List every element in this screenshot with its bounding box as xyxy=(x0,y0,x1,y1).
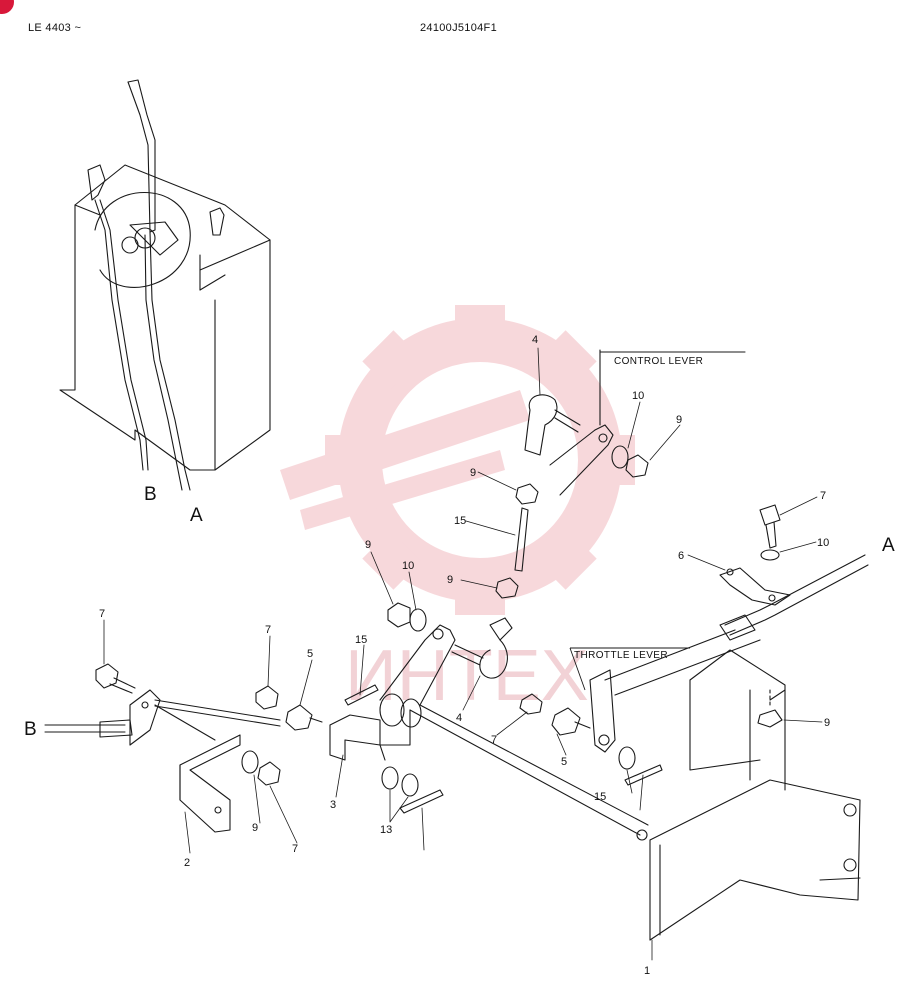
connecting-shaft xyxy=(409,709,641,836)
part-9-nut-left xyxy=(257,761,281,786)
header-model-code: LE 4403 ~ xyxy=(28,22,82,34)
callout-15-center: 15 xyxy=(355,634,367,646)
part-3-lever-bracket xyxy=(329,624,456,761)
watermark-text: ИНТЕХ xyxy=(345,636,589,716)
label-cable-b-main: B xyxy=(24,719,37,740)
part-10-washer-left xyxy=(241,750,259,774)
callout-2: 2 xyxy=(184,857,190,869)
callout-10-top: 10 xyxy=(632,390,644,402)
part-7-bolt-left xyxy=(95,663,136,694)
part-15-pin-center xyxy=(344,684,379,706)
part-9-nut-right xyxy=(757,689,783,728)
callout-7-right: 7 xyxy=(820,490,826,502)
part-10-washer-top xyxy=(611,445,629,469)
callout-4-center: 4 xyxy=(456,712,462,724)
callout-7-left: 7 xyxy=(99,608,105,620)
part-5-fitting-right xyxy=(551,707,591,736)
label-cable-a-inset: A xyxy=(190,505,203,526)
throttle-lever-bracket xyxy=(589,629,761,753)
callout-9-right: 9 xyxy=(824,717,830,729)
callout-9-center: 9 xyxy=(365,539,371,551)
watermark-logo xyxy=(280,305,635,615)
label-cable-a-main: A xyxy=(882,535,895,556)
part-6-clamp xyxy=(719,567,791,606)
part-10-washer-center xyxy=(409,608,427,632)
part-4-rod-end-top xyxy=(524,394,581,456)
callout-10-center: 10 xyxy=(402,560,414,572)
cable-b-clevis xyxy=(129,689,281,746)
part-1-main-bracket xyxy=(649,649,861,941)
label-throttle-lever: THROTTLE LEVER xyxy=(574,650,668,661)
callout-12-center: 13 xyxy=(380,824,392,836)
leader-lines xyxy=(103,347,823,961)
callout-1: 1 xyxy=(644,965,650,977)
header-part-number: 24100J5104F1 xyxy=(420,22,497,34)
callout-3: 3 xyxy=(330,799,336,811)
callout-12-right: 15 xyxy=(594,791,606,803)
callout-numbers: 4 10 9 9 15 9 9 10 15 4 7 5 15 7 5 7 2 9… xyxy=(99,334,830,977)
callout-9-turnbuckle-bottom: 9 xyxy=(447,574,453,586)
part-15-pin-right xyxy=(624,764,663,786)
callout-9-left: 7 xyxy=(292,843,298,855)
cable-b xyxy=(44,719,133,738)
part-7-bolt-center xyxy=(519,693,543,715)
part-13-turnbuckle xyxy=(495,483,539,599)
part-2-bracket xyxy=(179,734,241,833)
part-7-bolt-right xyxy=(759,504,781,549)
callout-5-right: 5 xyxy=(561,756,567,768)
part-5-fitting-left xyxy=(285,704,323,731)
part-9-nut-top xyxy=(625,454,649,478)
part-10-washer-right xyxy=(760,549,780,561)
part-7-bolt-midleft xyxy=(255,685,279,710)
callout-6: 6 xyxy=(678,550,684,562)
part-12-washers-center xyxy=(381,766,419,797)
control-lever xyxy=(549,349,746,496)
callout-5-left: 5 xyxy=(307,648,313,660)
callout-13: 15 xyxy=(454,515,466,527)
part-12-washer-right xyxy=(618,746,636,770)
callout-7-midleft: 7 xyxy=(265,624,271,636)
callout-9-turnbuckle-top: 9 xyxy=(470,467,476,479)
callout-7-center: 7 xyxy=(491,734,497,746)
callout-10-left: 9 xyxy=(252,822,258,834)
callout-10-right: 10 xyxy=(817,537,829,549)
part-9-nut-center xyxy=(387,602,411,628)
part-15-pin-bottom xyxy=(399,789,444,814)
part-4-rod-end-center xyxy=(451,617,513,679)
label-control-lever: CONTROL LEVER xyxy=(614,356,703,367)
label-cable-b-inset: B xyxy=(144,484,157,505)
cable-a xyxy=(719,554,869,641)
inset-tank-assembly xyxy=(59,79,271,491)
callout-4-top: 4 xyxy=(532,334,538,346)
callout-9-top: 9 xyxy=(676,414,682,426)
